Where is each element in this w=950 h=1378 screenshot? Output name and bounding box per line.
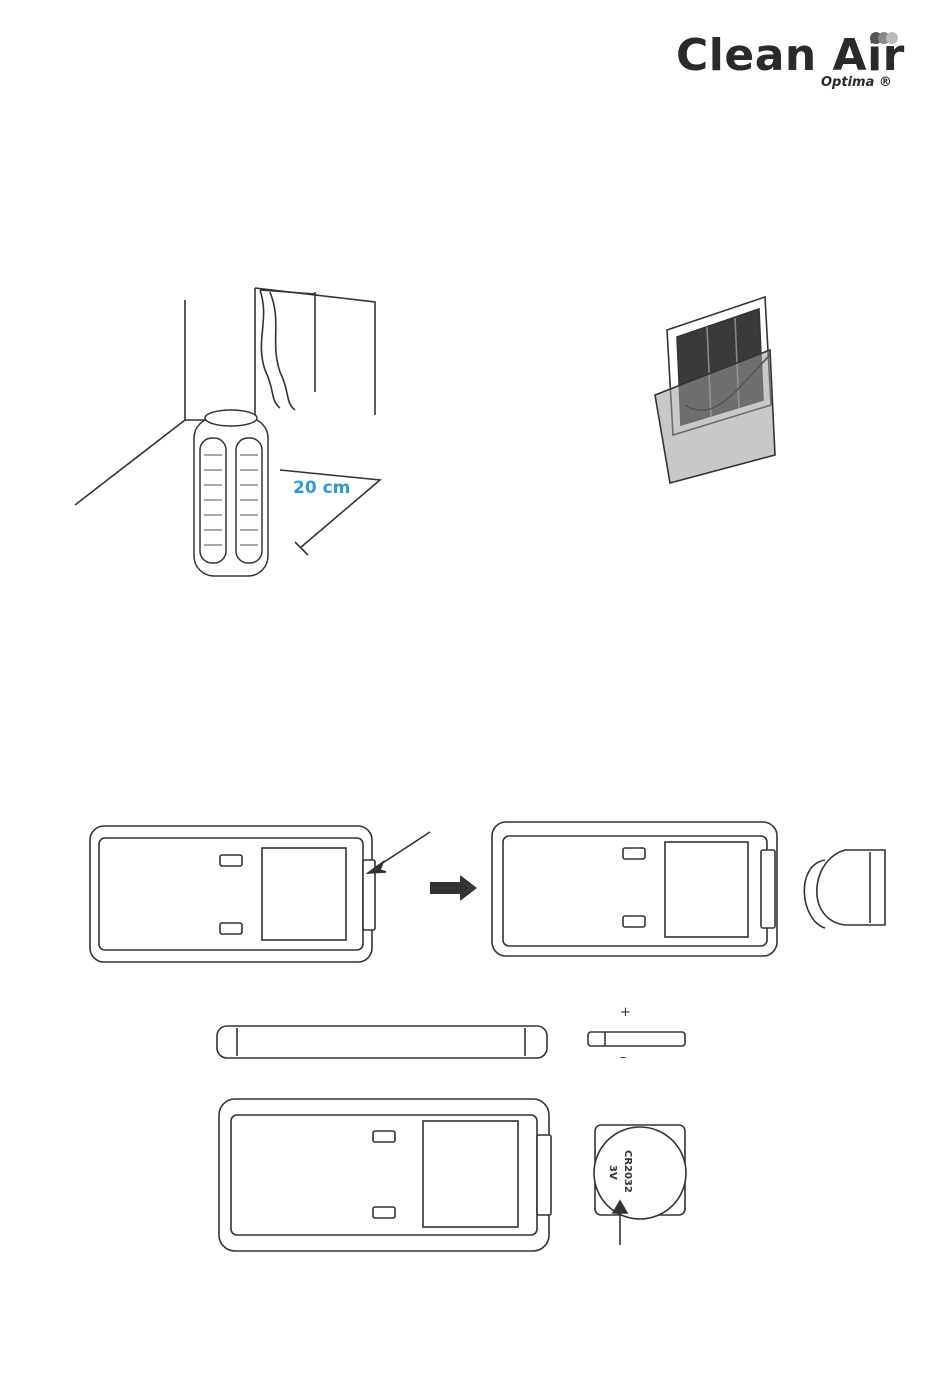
distance-label: 20 cm	[293, 478, 350, 498]
filter-illustration	[645, 285, 785, 490]
minus-label: –	[620, 1050, 627, 1065]
battery-model-text: CR2032	[622, 1150, 633, 1193]
brand-logo: Clean Air Optima ®	[676, 30, 906, 94]
remote-open-illustration	[85, 820, 895, 970]
logo-circles-icon	[866, 30, 900, 46]
placement-illustration	[70, 280, 400, 590]
plus-label: +	[620, 1005, 631, 1020]
remote-battery-illustration: CR2032 3V	[215, 1095, 695, 1255]
battery-voltage-text: 3V	[607, 1165, 618, 1180]
brand-subname: Optima ®	[821, 75, 892, 90]
